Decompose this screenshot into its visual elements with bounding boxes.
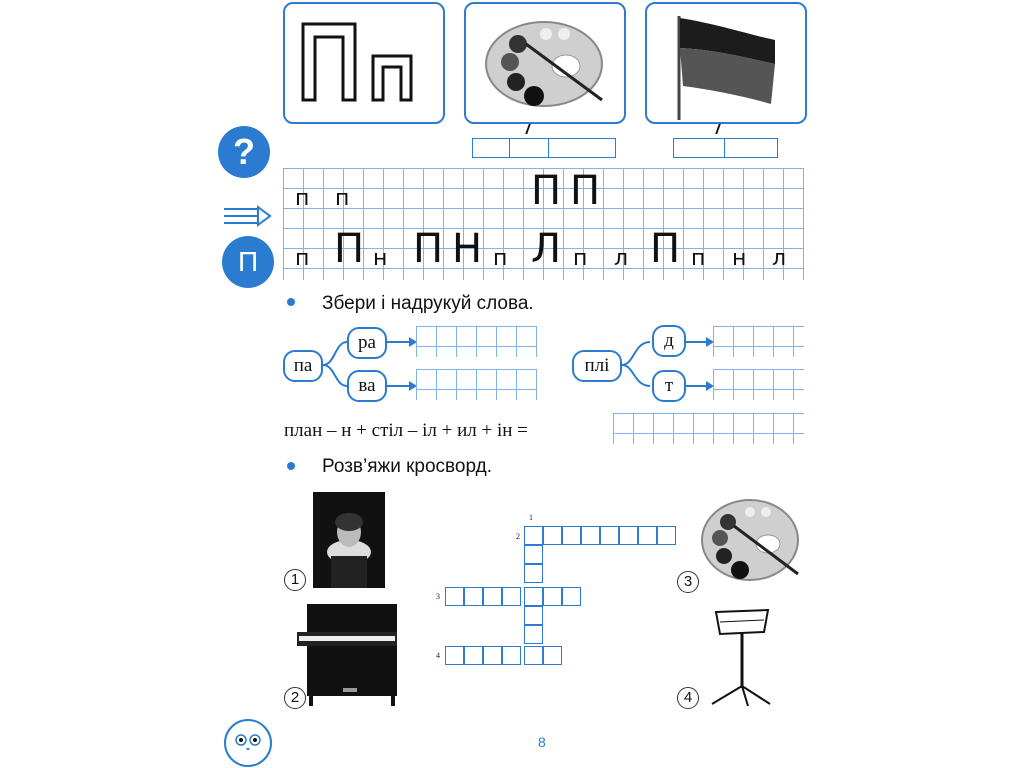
picture-number: 1 — [284, 569, 306, 591]
picture-number: 3 — [677, 571, 699, 593]
hw-letter: П — [570, 168, 601, 214]
hw-letter: л — [772, 246, 787, 271]
writing-grid — [283, 168, 804, 280]
flag-word-cells[interactable] — [673, 138, 778, 158]
crossword-number: 1 — [529, 513, 533, 522]
picture-number: 4 — [677, 687, 699, 709]
answer-grid[interactable] — [416, 326, 537, 357]
palette-icon — [485, 21, 603, 107]
owl-face-icon — [224, 719, 272, 767]
answer-grid[interactable] — [416, 369, 537, 400]
hw-letter: л — [614, 246, 629, 271]
crossword-number: 4 — [436, 651, 440, 660]
page-number: 8 — [538, 734, 546, 750]
letter-card — [283, 2, 445, 124]
hw-letter: П — [531, 168, 562, 214]
left-branch-bubble: ва — [347, 370, 387, 402]
hw-letter: н — [732, 246, 747, 271]
hw-letter: п — [493, 246, 508, 271]
hw-letter: п — [295, 246, 310, 271]
right-branch-bubble: т — [652, 370, 686, 402]
answer-grid[interactable] — [713, 326, 804, 357]
portrait-picture — [313, 492, 385, 588]
flag-card — [645, 2, 807, 124]
equation-answer-grid[interactable] — [613, 413, 804, 444]
letter-badge: П — [222, 236, 274, 288]
right-branch-bubble: д — [652, 325, 686, 357]
hw-letter: Л — [531, 226, 562, 272]
crossword-number: 3 — [436, 592, 440, 601]
crossword-number: 2 — [516, 532, 520, 541]
letter-p-outline-icon — [301, 22, 413, 102]
picture-number: 2 — [284, 687, 306, 709]
piano-picture — [297, 604, 397, 706]
left-tree-arrows — [322, 337, 417, 391]
pencil-icon — [224, 205, 272, 227]
hw-letter: п — [295, 186, 310, 211]
equation-text: план – н + стіл – іл + ил + ін = — [284, 420, 528, 441]
task1-instruction: Збери і надрукуй слова. — [322, 293, 534, 314]
task2-instruction: Розв’яжи кросворд. — [322, 456, 492, 477]
hw-letter: П — [413, 226, 444, 272]
bullet — [287, 462, 295, 470]
music-stand-picture — [711, 608, 771, 707]
right-tree-arrows — [621, 337, 714, 391]
hw-letter: П — [650, 226, 681, 272]
right-root-bubble: плі — [572, 350, 622, 382]
hw-letter: п — [573, 246, 588, 271]
hw-letter: Н — [452, 226, 483, 272]
question-icon: ? — [218, 126, 270, 178]
hw-letter: п — [335, 186, 350, 211]
flag-icon — [677, 16, 775, 120]
palette-card — [464, 2, 626, 124]
palette-word-cells[interactable] — [472, 138, 616, 158]
hw-letter: н — [373, 246, 388, 271]
left-root-bubble: па — [283, 350, 323, 382]
bullet — [287, 298, 295, 306]
answer-grid[interactable] — [713, 369, 804, 400]
palette-picture — [701, 499, 799, 581]
hw-letter: П — [334, 226, 365, 272]
left-branch-bubble: ра — [347, 327, 387, 359]
hw-letter: п — [691, 246, 706, 271]
